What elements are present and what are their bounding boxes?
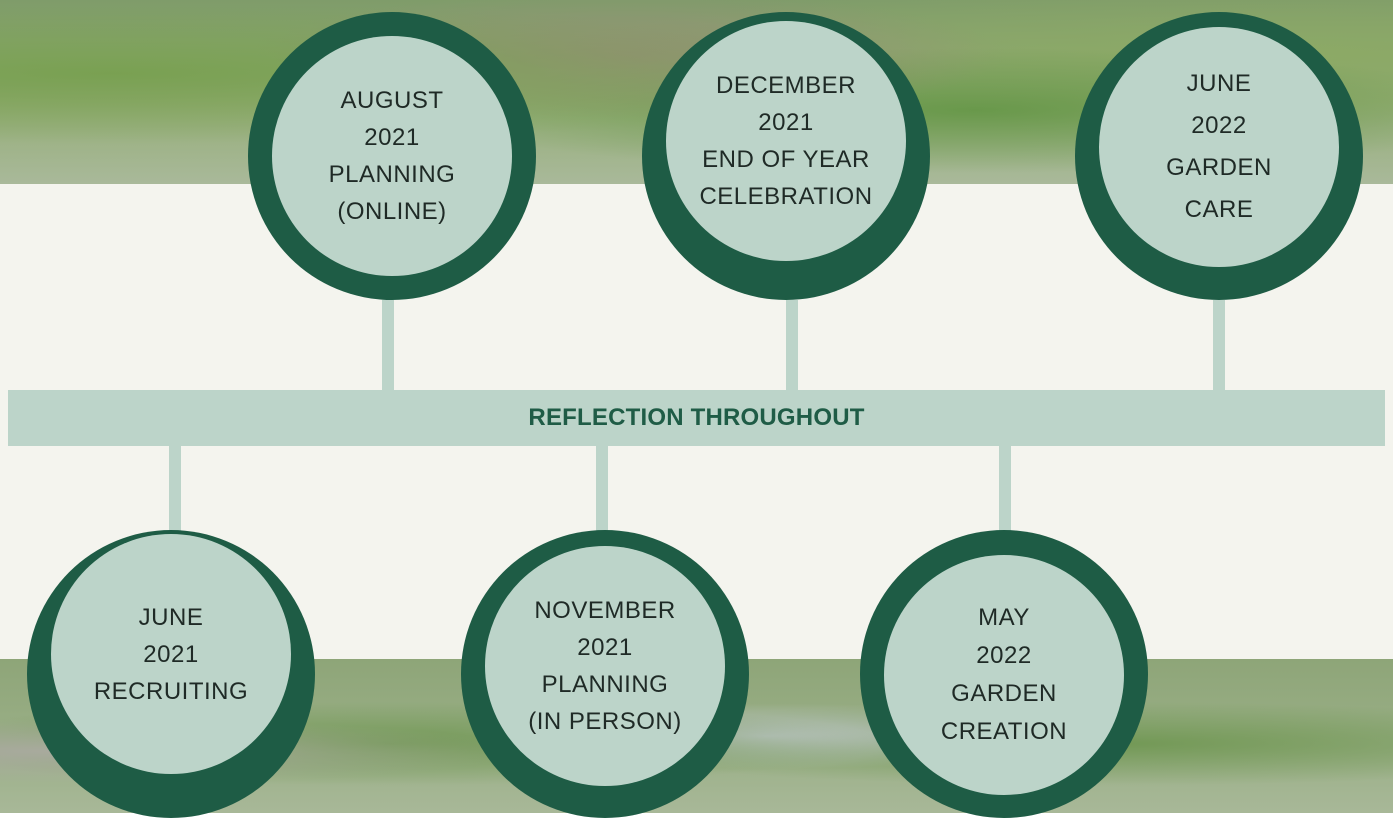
- reflection-bar-label: REFLECTION THROUGHOUT: [528, 404, 865, 431]
- reflection-bar: REFLECTION THROUGHOUT: [8, 390, 1385, 446]
- milestone-year: 2021: [758, 109, 814, 136]
- milestone-activity: RECRUITING: [93, 677, 249, 705]
- milestone-june-2021: JUNE 2021 RECRUITING: [27, 530, 315, 818]
- connector-top-2: [786, 300, 798, 390]
- milestone-may-2022: MAY 2022 GARDEN CREATION: [860, 530, 1148, 818]
- milestone-year: 2021: [364, 124, 420, 151]
- milestone-activity-detail: CREATION: [940, 718, 1068, 745]
- milestone-month: DECEMBER: [715, 72, 857, 99]
- milestone-activity: PLANNING: [328, 161, 456, 188]
- milestone-inner: JUNE 2022 GARDEN CARE: [1099, 27, 1339, 267]
- milestone-year: 2022: [976, 642, 1032, 669]
- milestone-month: AUGUST: [340, 87, 444, 114]
- connector-top-1: [382, 300, 394, 390]
- milestone-inner: MAY 2022 GARDEN CREATION: [884, 555, 1124, 795]
- milestone-year: 2021: [143, 640, 199, 668]
- milestone-inner: JUNE 2021 RECRUITING: [51, 534, 291, 774]
- milestone-activity-detail: (ONLINE): [337, 198, 447, 225]
- connector-bottom-2: [596, 446, 608, 532]
- milestone-activity-detail: (IN PERSON): [528, 708, 682, 735]
- milestone-year: 2022: [1191, 112, 1247, 139]
- milestone-activity: GARDEN: [1166, 154, 1272, 181]
- milestone-august-2021: AUGUST 2021 PLANNING (ONLINE): [248, 12, 536, 300]
- milestone-month: NOVEMBER: [534, 597, 676, 624]
- milestone-activity-detail: CELEBRATION: [699, 183, 873, 210]
- milestone-activity: END OF YEAR: [702, 146, 870, 173]
- milestone-activity: GARDEN: [951, 680, 1057, 707]
- milestone-inner: AUGUST 2021 PLANNING (ONLINE): [272, 36, 512, 276]
- milestone-inner: NOVEMBER 2021 PLANNING (IN PERSON): [485, 546, 725, 786]
- milestone-december-2021: DECEMBER 2021 END OF YEAR CELEBRATION: [642, 12, 930, 300]
- milestone-month: MAY: [978, 604, 1030, 631]
- connector-bottom-1: [169, 446, 181, 532]
- milestone-inner: DECEMBER 2021 END OF YEAR CELEBRATION: [666, 21, 906, 261]
- milestone-year: 2021: [577, 634, 633, 661]
- milestone-activity: PLANNING: [541, 671, 669, 698]
- connector-bottom-3: [999, 446, 1011, 532]
- milestone-november-2021: NOVEMBER 2021 PLANNING (IN PERSON): [461, 530, 749, 818]
- milestone-activity-detail: CARE: [1184, 196, 1254, 223]
- connector-top-3: [1213, 300, 1225, 390]
- milestone-month: JUNE: [138, 603, 204, 631]
- milestone-month: JUNE: [1186, 70, 1252, 97]
- milestone-june-2022: JUNE 2022 GARDEN CARE: [1075, 12, 1363, 300]
